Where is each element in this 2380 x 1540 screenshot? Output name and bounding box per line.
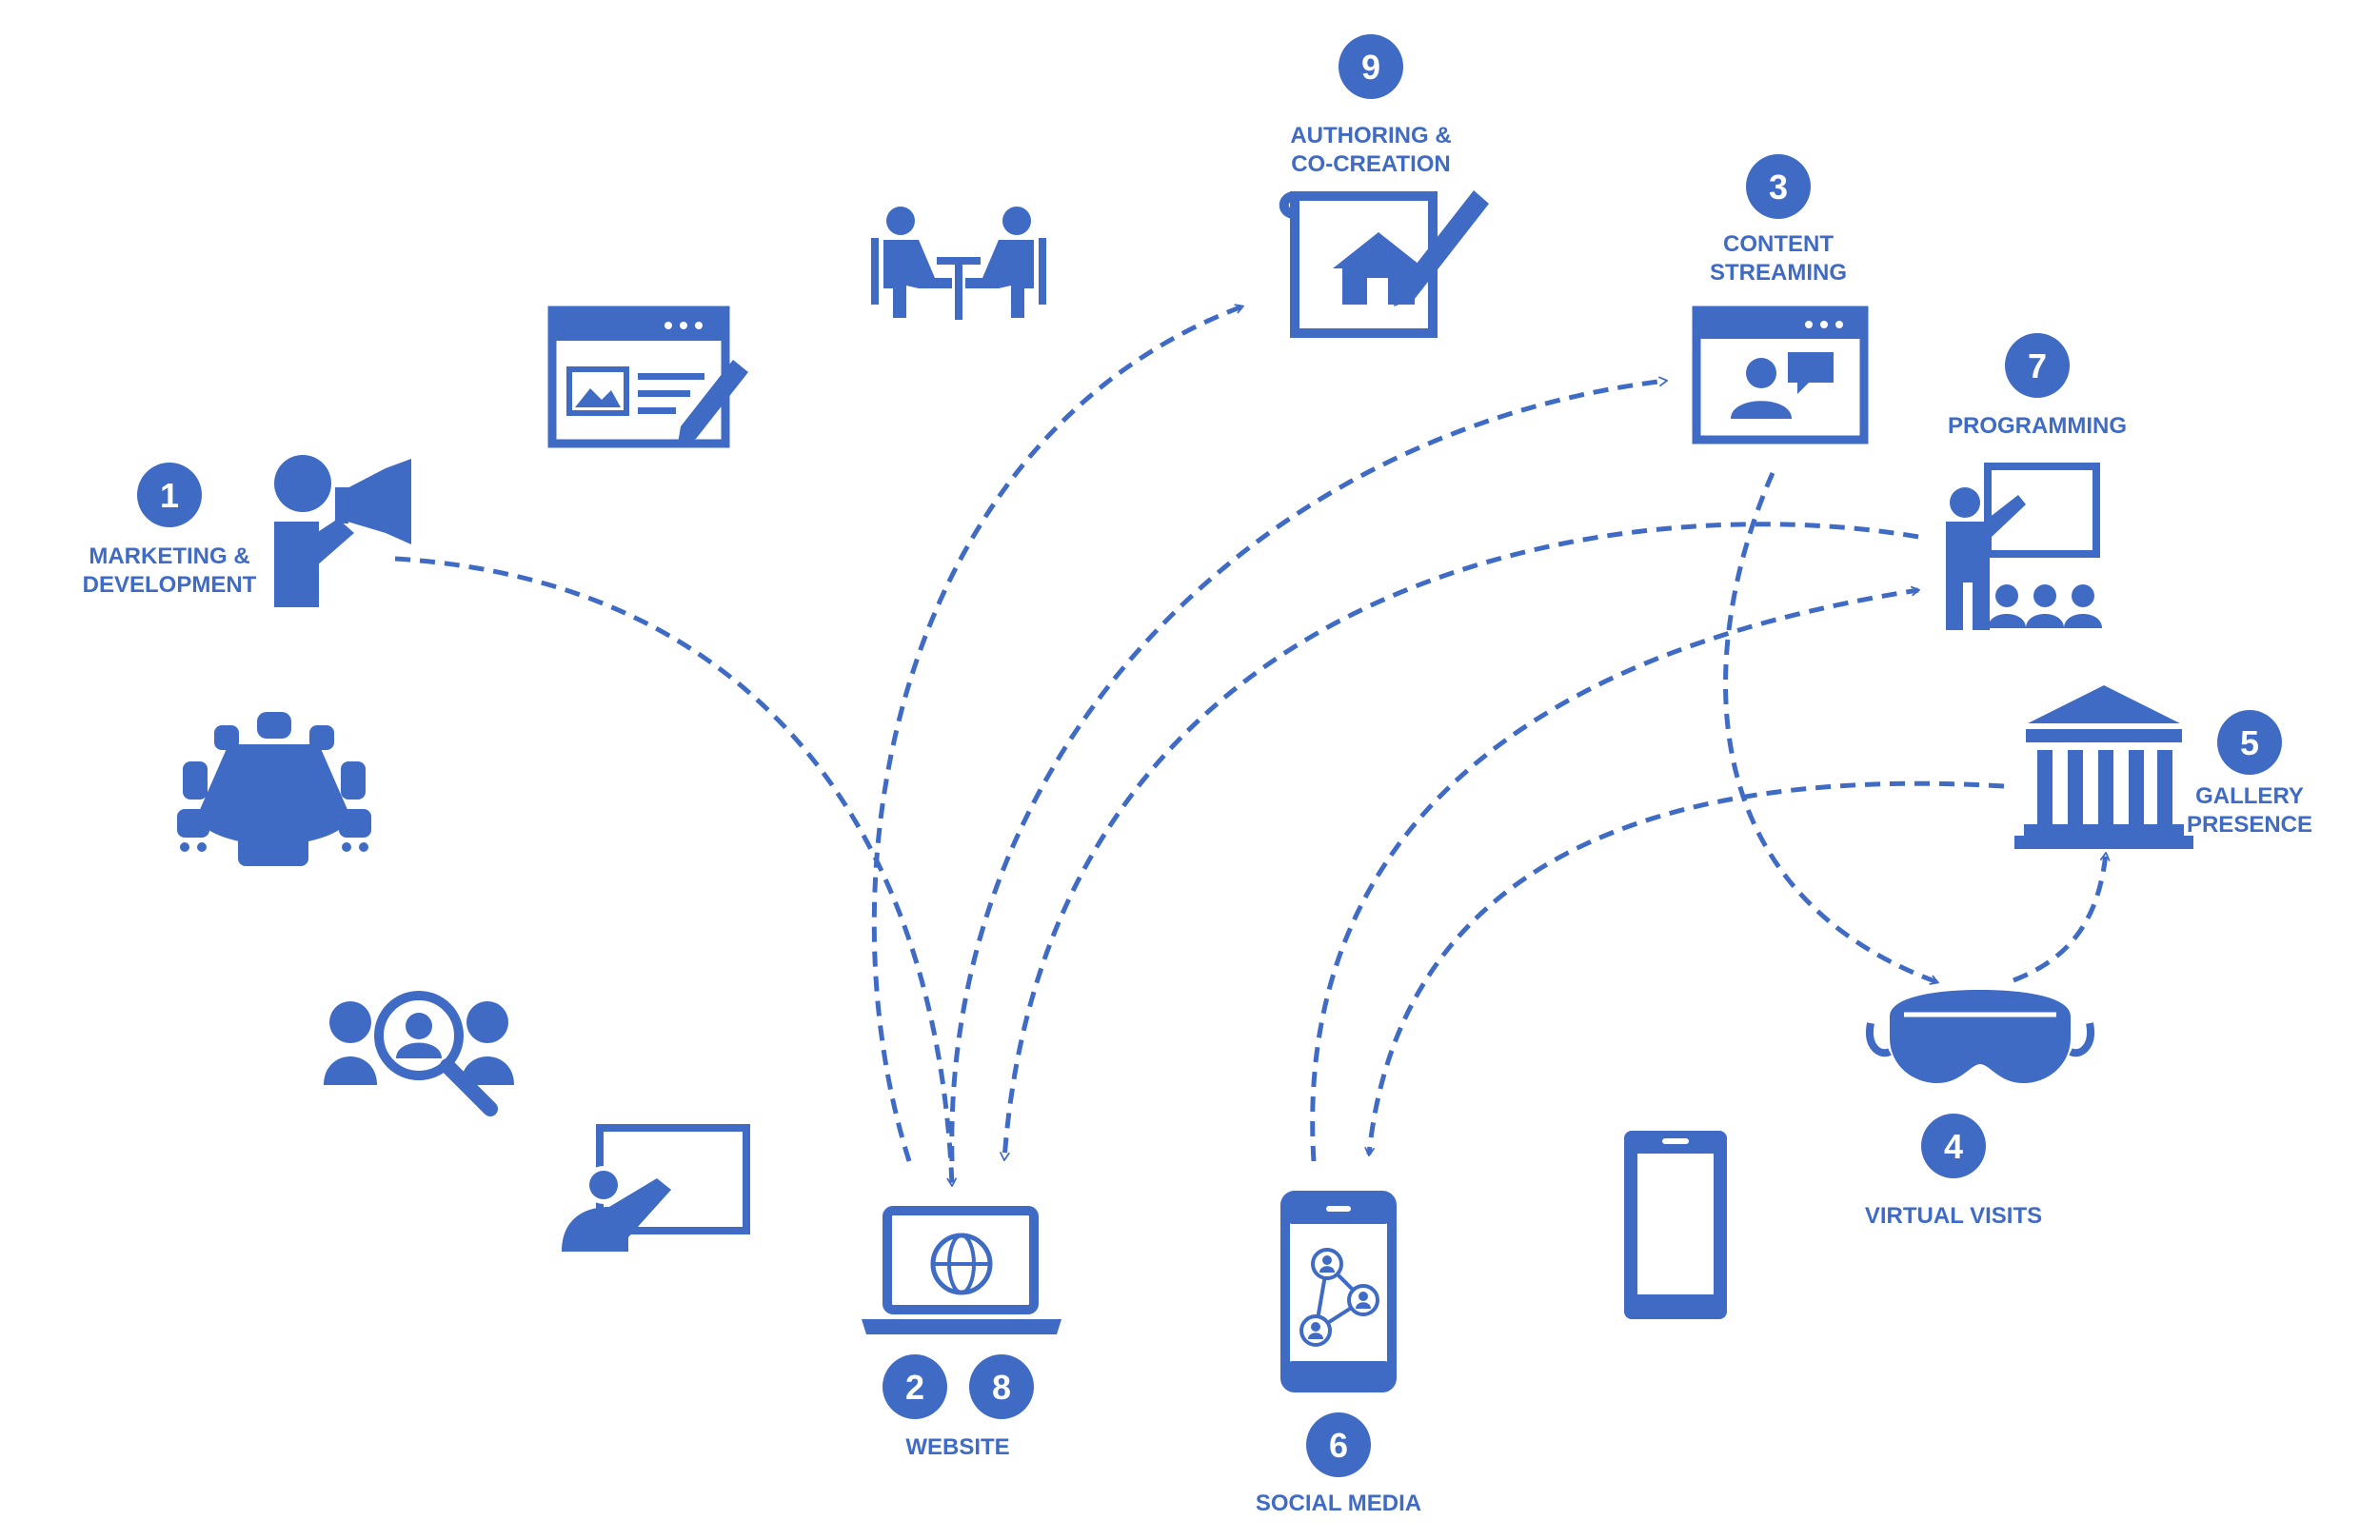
label-marketing-line2: DEVELOPMENT [83, 572, 257, 598]
label-programming: PROGRAMMING [1948, 413, 2127, 439]
number-9: 9 [1361, 48, 1380, 87]
label-content-line2: STREAMING [1710, 260, 1847, 286]
web-editor-icon [547, 306, 748, 448]
number-1: 1 [160, 476, 179, 515]
flow-arrow-4-to-5 [2013, 852, 2111, 983]
museum-icon [2014, 685, 2193, 849]
number-badge-7 [2005, 333, 2070, 398]
megaphone-person-icon [274, 455, 411, 607]
number-badge-5 [2217, 710, 2282, 775]
node-programming[interactable]: 7 PROGRAMMING [1946, 333, 2127, 630]
flow-arrows [394, 304, 2111, 1187]
label-website: WEBSITE [905, 1434, 1009, 1460]
node-social-media[interactable]: 6 SOCIAL MEDIA [1256, 1191, 1421, 1516]
label-authoring-line2: CO-CREATION [1291, 151, 1451, 177]
flow-arrow-2-to-3 [949, 376, 1668, 1162]
label-authoring-line1: AUTHORING & [1290, 123, 1451, 148]
node-gallery-presence[interactable]: 5 GALLERY PRESENCE [2014, 685, 2312, 849]
label-marketing-line1: MARKETING & [89, 543, 249, 569]
number-badge-8 [969, 1354, 1034, 1419]
presentation-screen-icon [562, 1124, 750, 1252]
number-badge-3 [1746, 154, 1811, 219]
flow-arrow-7-to-2 [1000, 522, 1919, 1161]
blueprint-pencil-icon [1279, 190, 1489, 338]
number-2: 2 [905, 1368, 924, 1407]
label-content-line1: CONTENT [1723, 231, 1834, 257]
number-5: 5 [2240, 723, 2259, 762]
conference-table-icon [177, 712, 371, 866]
user-search-icon [324, 991, 514, 1116]
number-badge-1 [137, 463, 202, 527]
number-3: 3 [1769, 168, 1788, 207]
presenter-icon [1946, 463, 2102, 630]
number-badge-9 [1339, 34, 1403, 99]
node-authoring-co-creation[interactable]: 9 AUTHORING & CO-CREATION [1279, 34, 1489, 338]
label-gallery-line1: GALLERY [2195, 783, 2304, 809]
number-badge-6 [1306, 1412, 1371, 1477]
number-7: 7 [2028, 346, 2047, 385]
flow-arrow-3-to-4 [1723, 471, 1939, 985]
label-virtual-visits: VIRTUAL VISITS [1865, 1203, 2042, 1229]
number-8: 8 [992, 1368, 1011, 1407]
node-website[interactable]: 2 8 WEBSITE [862, 1206, 1061, 1460]
label-social-media: SOCIAL MEDIA [1256, 1491, 1421, 1516]
meeting-two-people-icon [871, 207, 1046, 320]
phone-network-icon [1280, 1191, 1397, 1392]
number-badge-2 [883, 1354, 947, 1419]
video-window-icon [1692, 306, 1869, 444]
flow-arrow-5-to-6 [1364, 780, 2005, 1156]
number-badge-4 [1921, 1114, 1986, 1178]
number-6: 6 [1329, 1426, 1348, 1465]
node-virtual-visits[interactable]: 4 VIRTUAL VISITS [1865, 990, 2094, 1229]
smartphone-icon [1624, 1131, 1727, 1319]
label-gallery-line2: PRESENCE [2187, 812, 2312, 838]
flow-arrow-6-to-7 [1310, 585, 1920, 1162]
number-4: 4 [1944, 1127, 1963, 1166]
node-marketing-development[interactable]: 1 MARKETING & DEVELOPMENT [83, 455, 411, 607]
laptop-globe-icon [862, 1206, 1061, 1334]
flow-arrow-2-to-9 [871, 304, 1244, 1162]
node-content-streaming[interactable]: 3 CONTENT STREAMING [1692, 154, 1869, 444]
vr-headset-icon [1866, 990, 2094, 1083]
